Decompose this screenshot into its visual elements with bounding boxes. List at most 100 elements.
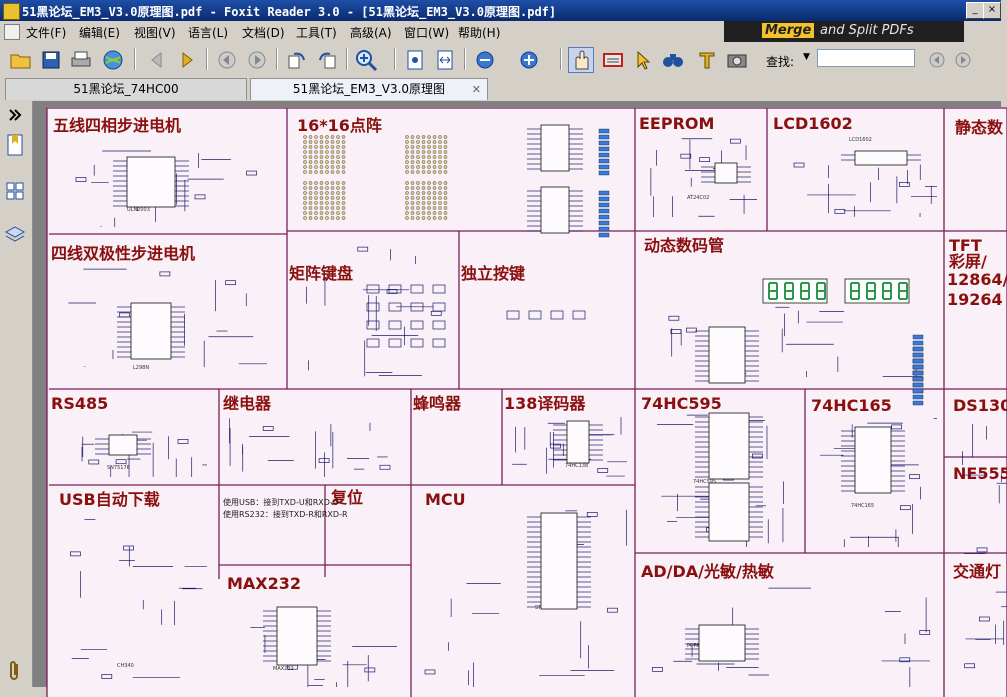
matrix-dot	[410, 191, 415, 195]
resistor	[246, 170, 257, 176]
matrix-dot	[432, 165, 437, 169]
matrix-dot	[421, 191, 426, 195]
pointer-icon[interactable]	[630, 47, 656, 73]
matrix-dot	[410, 140, 415, 144]
select-text-icon[interactable]	[600, 47, 626, 73]
chip-label: AT24C02	[687, 195, 709, 201]
web-icon[interactable]	[100, 47, 126, 73]
matrix-dot	[438, 201, 442, 205]
tab-74hc00[interactable]: 51黑论坛_74HC00	[5, 78, 247, 100]
layers-icon[interactable]	[3, 223, 27, 247]
expand-panel-icon[interactable]	[3, 103, 27, 127]
matrix-dot	[427, 155, 431, 159]
matrix-dot	[341, 181, 346, 185]
matrix-dot	[308, 216, 313, 220]
matrix-dot	[410, 201, 415, 205]
menu-advanced[interactable]: 高级(A)	[350, 26, 392, 40]
zoom-in-icon[interactable]	[354, 47, 380, 73]
close-tab-icon[interactable]: ✕	[471, 83, 481, 96]
matrix-dot	[432, 216, 437, 220]
print-icon[interactable]	[68, 47, 94, 73]
next-page-icon[interactable]	[174, 47, 200, 73]
matrix-dot	[319, 140, 324, 144]
matrix-dot	[303, 150, 307, 154]
hand-tool-icon[interactable]	[568, 47, 594, 73]
matrix-dot	[405, 145, 409, 149]
tab-em3-schematic[interactable]: 51黑论坛_EM3_V3.0原理图✕	[250, 78, 488, 100]
key-switch	[550, 310, 564, 320]
matrix-dot	[303, 216, 307, 220]
fit-width-icon[interactable]	[432, 47, 458, 73]
zoom-plus-icon[interactable]	[516, 47, 542, 73]
matrix-dot	[336, 160, 340, 164]
menu-window[interactable]: 窗口(W)	[404, 26, 450, 40]
previous-page-icon[interactable]	[144, 47, 170, 73]
matrix-dot	[325, 160, 329, 164]
matrix-dot	[443, 140, 448, 144]
matrix-dot	[341, 145, 346, 149]
menu-document[interactable]: 文档(D)	[242, 26, 285, 40]
navigation-panel	[0, 101, 33, 687]
document-view[interactable]: 五线四相步进电机 16*16点阵 EEPROM LCD1602 静态数 四线双极…	[33, 101, 1007, 697]
matrix-dot	[308, 165, 313, 169]
matrix-dot	[330, 211, 335, 215]
menu-language[interactable]: 语言(L)	[188, 26, 229, 40]
led	[598, 202, 610, 208]
led	[912, 334, 924, 340]
chip-outline	[708, 482, 750, 542]
matrix-dot	[421, 160, 426, 164]
matrix-dot	[427, 135, 431, 139]
matrix-dot	[432, 206, 437, 210]
find-dropdown-icon[interactable]: ▼	[803, 52, 810, 62]
section-title: 交通灯	[953, 562, 1001, 581]
matrix-dot	[325, 186, 329, 190]
minimize-button[interactable]: _	[966, 2, 984, 19]
matrix-dot	[438, 216, 442, 220]
rotate-right-icon[interactable]	[314, 47, 340, 73]
matrix-dot	[325, 181, 329, 185]
matrix-dot	[314, 206, 318, 210]
matrix-dot	[341, 196, 346, 200]
section-title: 独立按键	[461, 264, 525, 283]
matrix-dot	[308, 150, 313, 154]
matrix-dot	[432, 181, 437, 185]
thumbnails-icon[interactable]	[3, 179, 27, 203]
zoom-out-icon[interactable]	[472, 47, 498, 73]
matrix-dot	[438, 135, 442, 139]
led	[912, 370, 924, 376]
led	[598, 220, 610, 226]
open-icon[interactable]	[8, 47, 34, 73]
matrix-dot	[432, 186, 437, 190]
matrix-dot	[319, 145, 324, 149]
led	[598, 140, 610, 146]
matrix-dot	[319, 206, 324, 210]
menu-view[interactable]: 视图(V)	[134, 26, 176, 40]
bookmarks-icon[interactable]	[3, 133, 27, 157]
menu-help[interactable]: 帮助(H)	[458, 26, 501, 40]
matrix-dot	[336, 216, 340, 220]
merge-split-banner[interactable]: Merge and Split PDFs	[724, 21, 964, 42]
typewriter-icon[interactable]	[694, 47, 720, 73]
matrix-dot	[405, 160, 409, 164]
matrix-dot	[303, 201, 307, 205]
matrix-dot	[314, 155, 318, 159]
section-title: NE555	[953, 464, 1007, 483]
attachment-icon[interactable]	[3, 659, 27, 683]
close-button[interactable]: ×	[983, 2, 1001, 19]
rotate-left-icon[interactable]	[284, 47, 310, 73]
find-input[interactable]	[817, 49, 915, 67]
menu-file[interactable]: 文件(F)	[26, 26, 67, 40]
find-previous-icon[interactable]	[924, 47, 950, 73]
snapshot-icon[interactable]	[724, 47, 750, 73]
find-next-icon[interactable]	[950, 47, 976, 73]
menu-tools[interactable]: 工具(T)	[296, 26, 337, 40]
chip-label: L298N	[133, 365, 149, 371]
matrix-dot	[314, 181, 318, 185]
forward-icon[interactable]	[244, 47, 270, 73]
menu-edit[interactable]: 编辑(E)	[79, 26, 120, 40]
save-icon[interactable]	[38, 47, 64, 73]
fit-page-icon[interactable]	[402, 47, 428, 73]
resistor	[159, 271, 171, 277]
back-icon[interactable]	[214, 47, 240, 73]
binoculars-icon[interactable]	[660, 47, 686, 73]
